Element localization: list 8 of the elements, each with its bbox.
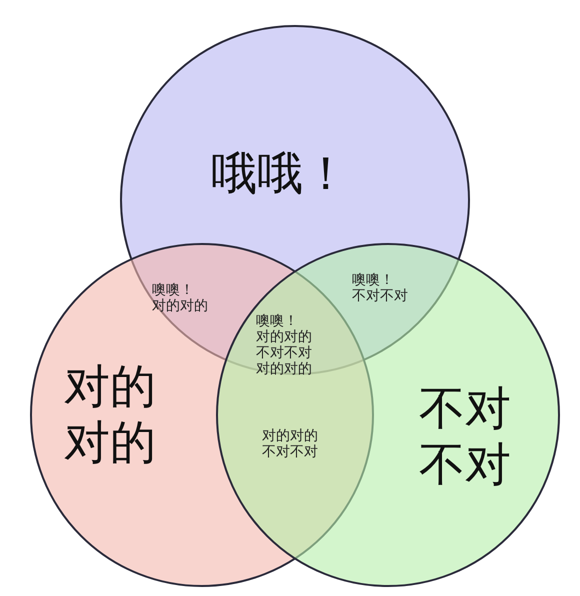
region-label: 噢噢！对的对的 xyxy=(152,282,209,314)
circle-label: 不对不对 xyxy=(418,380,512,492)
circle-label: 哦哦！ xyxy=(210,145,350,201)
circle-label: 对的对的 xyxy=(63,358,157,470)
region-label: 噢噢！对的对的不对不对对的对的 xyxy=(256,313,313,377)
region-label: 噢噢！不对不对 xyxy=(352,272,409,304)
region-label: 对的对的不对不对 xyxy=(262,428,319,460)
venn-circle xyxy=(216,243,560,587)
